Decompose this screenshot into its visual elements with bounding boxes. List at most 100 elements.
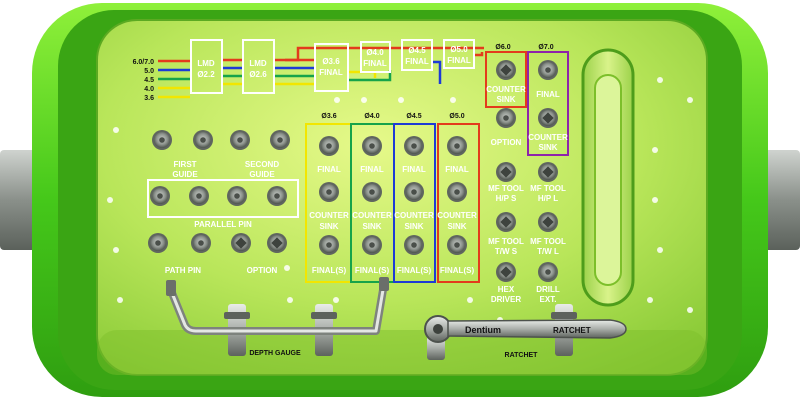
col4-finals-label: FINAL(S): [440, 266, 475, 275]
path-pin-hole-2[interactable]: [191, 233, 211, 253]
header-7-0: Ø7.0: [538, 44, 553, 51]
depth-gauge-tool[interactable]: [166, 277, 389, 335]
final-5-0-box: Ø5.0 FINAL: [443, 39, 475, 69]
final-7-0-hole[interactable]: [538, 60, 558, 80]
plate-bottom-shade: [97, 330, 707, 375]
drill-hole-c3-r3[interactable]: [404, 235, 424, 255]
col2-final-label: FINAL: [360, 165, 384, 174]
col3-finals-label: FINAL(S): [397, 266, 432, 275]
svg-text:FINAL: FINAL: [405, 57, 429, 66]
svg-text:Ø2.2: Ø2.2: [197, 70, 215, 79]
second-guide-label-1: SECOND: [245, 160, 279, 169]
svg-text:H/P L: H/P L: [538, 194, 558, 203]
parallel-pin-hole-4[interactable]: [267, 186, 287, 206]
second-guide-label-2: GUIDE: [249, 170, 275, 179]
drill-ext-label: DRILL: [536, 285, 560, 294]
legend-size-4: 4.0: [144, 86, 154, 93]
svg-text:SINK: SINK: [362, 222, 381, 231]
parallel-pin-hole-3[interactable]: [227, 186, 247, 206]
column-box-5-0: [437, 123, 480, 283]
guide-hole-3[interactable]: [230, 130, 250, 150]
drill-hole-c4-r3[interactable]: [447, 235, 467, 255]
col1-finals-label: FINAL(S): [312, 266, 347, 275]
svg-text:Ø4.0: Ø4.0: [366, 48, 384, 57]
drill-hole-c1-r2[interactable]: [319, 182, 339, 202]
drill-hole-c1-r1[interactable]: [319, 136, 339, 156]
guide-hole-4[interactable]: [270, 130, 290, 150]
guide-hole-1[interactable]: [152, 130, 172, 150]
mf-tool-hpl-label: MF TOOL: [530, 184, 566, 193]
guide-hole-2[interactable]: [193, 130, 213, 150]
right-section-holes: [496, 60, 558, 282]
svg-text:Ø3.6: Ø3.6: [322, 57, 340, 66]
mf-tool-twl-label: MF TOOL: [530, 237, 566, 246]
col-header-5-0: Ø5.0: [449, 113, 464, 120]
path-pin-label: PATH PIN: [165, 266, 201, 275]
box-6-0: [485, 51, 527, 108]
drill-hole-c2-r1[interactable]: [362, 136, 382, 156]
col1-counter-label: COUNTER: [309, 211, 349, 220]
drill-hole-c1-r3[interactable]: [319, 235, 339, 255]
final-7-0-label: FINAL: [536, 90, 560, 99]
col-header-4-5: Ø4.5: [406, 113, 421, 120]
col2-counter-label: COUNTER: [352, 211, 392, 220]
parallel-pin-hole-2[interactable]: [189, 186, 209, 206]
col-header-4-0: Ø4.0: [364, 113, 379, 120]
box-7-0: [527, 51, 569, 156]
svg-text:H/P S: H/P S: [496, 194, 517, 203]
svg-text:LMD: LMD: [249, 59, 267, 68]
path-pin-hole-3[interactable]: [231, 233, 251, 253]
col3-final-label: FINAL: [402, 165, 426, 174]
legend-lines: [158, 46, 484, 99]
hex-driver-hole[interactable]: [496, 262, 516, 282]
ratchet-label: RATCHET: [505, 352, 539, 359]
counter-sink-6-0-label: COUNTER: [486, 85, 526, 94]
drill-hole-c2-r3[interactable]: [362, 235, 382, 255]
drill-column-holes: [319, 136, 467, 255]
header-6-0: Ø6.0: [495, 44, 510, 51]
column-box-4-5: [393, 123, 436, 283]
svg-text:EXT.: EXT.: [540, 295, 557, 304]
mf-tool-hps-label: MF TOOL: [488, 184, 524, 193]
mf-tool-tws-hole[interactable]: [496, 212, 516, 232]
svg-text:Ø2.6: Ø2.6: [249, 70, 267, 79]
svg-text:LMD: LMD: [197, 59, 215, 68]
col1-final-label: FINAL: [317, 165, 341, 174]
parallel-pin-hole-1[interactable]: [150, 186, 170, 206]
column-row-labels: FINAL FINAL FINAL FINAL COUNTER SINK COU…: [309, 165, 477, 275]
left-option-label: OPTION: [247, 266, 278, 275]
counter-sink-7-0-hole[interactable]: [538, 108, 558, 128]
lmd-2-6-box: LMD Ø2.6: [242, 39, 275, 94]
mf-tool-hps-hole[interactable]: [496, 162, 516, 182]
svg-text:T/W S: T/W S: [495, 247, 518, 256]
final-3-6-box: Ø3.6 FINAL: [314, 43, 349, 92]
legend-size-1: 6.0/7.0: [133, 59, 155, 66]
svg-text:SINK: SINK: [447, 222, 466, 231]
mf-tool-twl-hole[interactable]: [538, 212, 558, 232]
path-pin-hole-4[interactable]: [267, 233, 287, 253]
ratchet-tool[interactable]: Dentium RATCHET: [424, 315, 627, 343]
svg-text:SINK: SINK: [404, 222, 423, 231]
drill-ext-hole[interactable]: [538, 262, 558, 282]
drill-hole-c4-r1[interactable]: [447, 136, 467, 156]
svg-text:Ø4.5: Ø4.5: [408, 46, 426, 55]
counter-sink-6-0-hole[interactable]: [496, 60, 516, 80]
drill-hole-c3-r1[interactable]: [404, 136, 424, 156]
right-option-label: OPTION: [491, 138, 522, 147]
mf-tool-hpl-hole[interactable]: [538, 162, 558, 182]
right-option-hole[interactable]: [496, 108, 516, 128]
drill-hole-c3-r2[interactable]: [404, 182, 424, 202]
svg-text:FINAL: FINAL: [447, 56, 471, 65]
legend-size-2: 5.0: [144, 68, 154, 75]
path-pin-hole-1[interactable]: [148, 233, 168, 253]
col4-final-label: FINAL: [445, 165, 469, 174]
parallel-pin-box: [147, 179, 299, 218]
counter-sink-7-0-label: COUNTER: [528, 133, 568, 142]
drill-hole-c4-r2[interactable]: [447, 182, 467, 202]
mf-tool-tws-label: MF TOOL: [488, 237, 524, 246]
drill-hole-c2-r2[interactable]: [362, 182, 382, 202]
svg-text:FINAL: FINAL: [363, 59, 387, 68]
legend-size-5: 3.6: [144, 95, 154, 102]
